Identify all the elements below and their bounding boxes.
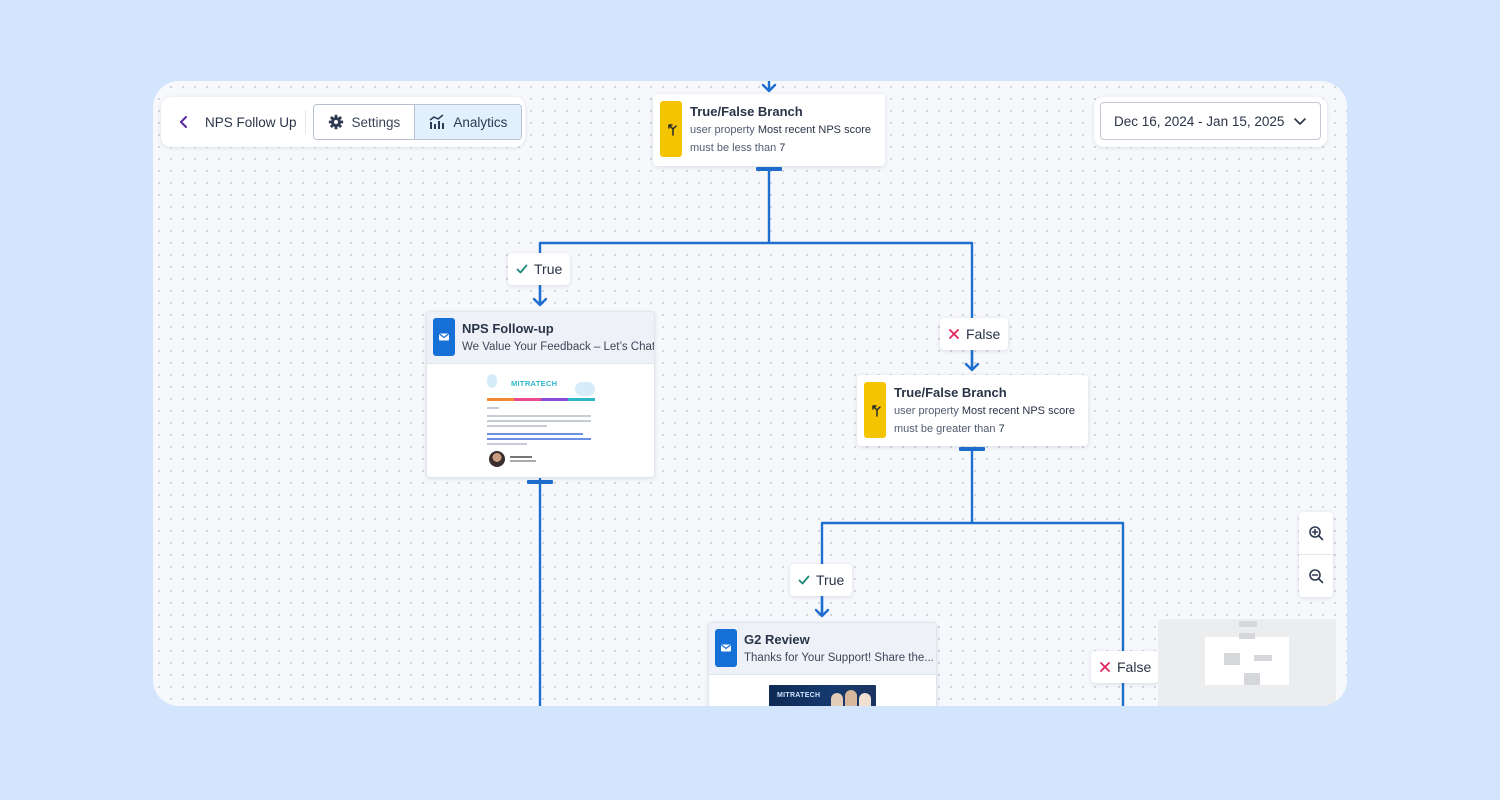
connector-entry <box>761 81 777 93</box>
branch-icon-container <box>660 101 682 157</box>
branch-title: True/False Branch <box>894 385 1007 400</box>
email-subject: Thanks for Your Support! Share the... <box>744 652 934 664</box>
date-range-select[interactable]: Dec 16, 2024 - Jan 15, 2025 <box>1100 102 1321 140</box>
x-icon <box>1100 662 1110 672</box>
mail-icon-container <box>715 629 737 667</box>
email-node-header: NPS Follow-up We Value Your Feedback – L… <box>427 312 654 364</box>
check-icon <box>798 575 810 585</box>
avatar <box>489 451 505 467</box>
connector-true1-arrow <box>532 285 548 307</box>
settings-button[interactable]: Settings <box>313 105 415 139</box>
chevron-left-icon <box>180 116 187 128</box>
branch-condition-operator: must be less than <box>690 142 777 154</box>
email-preview-stripe <box>487 398 595 401</box>
zoom-out-button[interactable] <box>1299 554 1333 596</box>
email-preview-signature <box>489 451 595 467</box>
branch-condition-property: Most recent NPS score <box>757 124 871 136</box>
branch-condition-value: 7 <box>779 142 786 154</box>
branch-icon <box>871 404 881 417</box>
branch-condition-value: 7 <box>998 423 1005 435</box>
workflow-name: NPS Follow Up <box>205 114 297 130</box>
connector-branch1-split <box>538 167 974 371</box>
edge-label-true-text: True <box>816 572 845 588</box>
email-preview-hero-image: MITRATECH <box>769 685 876 706</box>
email-preview-brand: MITRATECH <box>511 379 558 388</box>
mail-icon <box>721 644 731 652</box>
branch-icon-container <box>864 382 886 438</box>
branch-condition: user property Most recent NPS score must… <box>894 402 1075 438</box>
edge-label-false: False <box>1091 651 1160 683</box>
zoom-in-button[interactable] <box>1299 512 1333 554</box>
email-preview-brand: MITRATECH <box>777 692 821 699</box>
minimap[interactable] <box>1158 619 1336 706</box>
connector-false1-arrow <box>964 349 980 372</box>
branch-condition-operator: must be greater than <box>894 423 996 435</box>
workflow-toolbar: NPS Follow Up <box>161 97 525 147</box>
divider <box>304 110 306 134</box>
edge-label-false: False <box>940 318 1009 350</box>
zoom-in-icon <box>1309 526 1324 541</box>
email-node-g2-review[interactable]: G2 Review Thanks for Your Support! Share… <box>708 622 937 706</box>
analytics-chart-icon <box>429 114 445 129</box>
analytics-button[interactable]: Analytics <box>414 105 522 139</box>
edge-label-true-text: True <box>534 261 563 277</box>
mail-icon <box>439 333 449 341</box>
edge-label-true: True <box>508 253 571 285</box>
email-preview-banner: MITRATECH <box>487 372 595 398</box>
workflow-canvas[interactable]: NPS Follow Up <box>153 81 1347 706</box>
email-subject: We Value Your Feedback – Let’s Chat! <box>462 341 655 353</box>
chevron-down-icon <box>1294 118 1306 125</box>
connector-branch2-split <box>820 448 1125 706</box>
email-node-nps-follow-up[interactable]: NPS Follow-up We Value Your Feedback – L… <box>426 311 655 478</box>
branch-condition-property: Most recent NPS score <box>961 405 1075 417</box>
connector-handle <box>756 167 782 171</box>
connector-handle <box>527 480 553 484</box>
back-button[interactable]: NPS Follow Up <box>177 115 297 130</box>
branch-node-nps-greater-than[interactable]: True/False Branch user property Most rec… <box>857 375 1088 446</box>
edge-label-false-text: False <box>966 326 1001 342</box>
edge-label-false-text: False <box>1117 659 1152 675</box>
email-node-header: G2 Review Thanks for Your Support! Share… <box>709 623 936 675</box>
email-title: NPS Follow-up <box>462 321 554 336</box>
email-preview: MITRATECH <box>487 372 595 467</box>
branch-condition-prefix: user property <box>894 405 959 417</box>
check-icon <box>516 264 528 274</box>
connector-lines <box>527 81 1125 706</box>
edge-label-true: True <box>790 564 853 596</box>
zoom-controls <box>1299 512 1333 597</box>
mail-icon-container <box>433 318 455 356</box>
date-range-panel: Dec 16, 2024 - Jan 15, 2025 <box>1094 97 1327 147</box>
date-range-value: Dec 16, 2024 - Jan 15, 2025 <box>1114 113 1285 129</box>
branch-icon <box>667 123 677 136</box>
branch-condition: user property Most recent NPS score must… <box>690 121 871 157</box>
branch-title: True/False Branch <box>690 104 803 119</box>
analytics-label: Analytics <box>453 114 508 130</box>
connector-true2-arrow <box>814 596 830 618</box>
connector-handle <box>959 447 985 451</box>
x-icon <box>949 329 959 339</box>
gear-icon <box>328 114 343 130</box>
email-title: G2 Review <box>744 632 810 647</box>
zoom-out-icon <box>1309 568 1324 583</box>
view-switcher: Settings Analytics <box>312 104 523 140</box>
settings-label: Settings <box>351 114 401 130</box>
branch-condition-prefix: user property <box>690 124 755 136</box>
branch-node-nps-less-than[interactable]: True/False Branch user property Most rec… <box>653 94 885 166</box>
